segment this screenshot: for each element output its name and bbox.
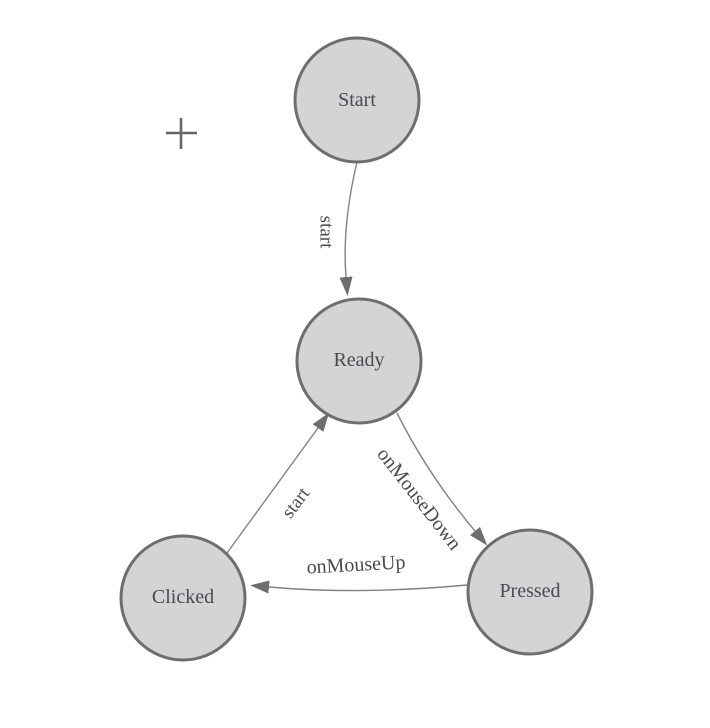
transition-label: start (278, 483, 315, 522)
transition-line[interactable] (250, 580, 468, 594)
state-node-pressed[interactable]: Pressed (466, 528, 594, 656)
state-label: Ready (333, 349, 384, 371)
transition-label: onMouseDown (372, 444, 465, 555)
crosshair-icon (166, 118, 197, 149)
transition-clicked-to-ready[interactable]: start (226, 412, 330, 554)
state-circle[interactable] (466, 528, 594, 656)
transition-pressed-to-clicked[interactable]: onMouseUp (250, 551, 468, 594)
transition-label: start (316, 216, 337, 249)
state-circle[interactable] (119, 534, 247, 662)
transition-label: onMouseUp (306, 551, 406, 578)
transition-start-to-ready[interactable]: start (316, 161, 358, 296)
state-node-start[interactable]: Start (293, 36, 421, 164)
state-circle[interactable] (293, 36, 421, 164)
transition-line[interactable] (226, 412, 330, 554)
state-node-ready[interactable]: Ready (295, 297, 423, 425)
state-label: Start (338, 89, 376, 111)
state-label: Clicked (152, 586, 214, 608)
transition-ready-to-pressed[interactable]: onMouseDown (372, 412, 488, 555)
transition-line[interactable] (396, 412, 488, 546)
transition-line[interactable] (339, 161, 358, 296)
state-label: Pressed (499, 580, 560, 602)
state-circle[interactable] (295, 297, 423, 425)
state-node-clicked[interactable]: Clicked (119, 534, 247, 662)
